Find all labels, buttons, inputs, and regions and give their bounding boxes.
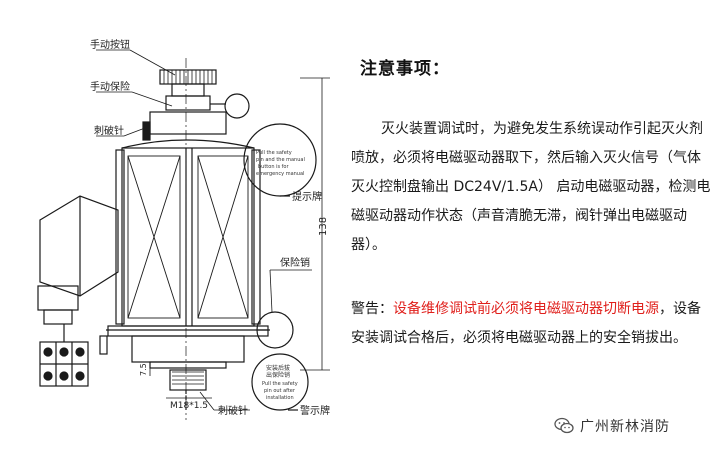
- hint-tag-line: button is for: [258, 164, 289, 170]
- warning-tag-line: installation: [266, 395, 294, 401]
- label-thread: M18*1.5: [170, 401, 208, 411]
- warning-tag-line: pin out after: [264, 388, 296, 394]
- brand-watermark: 广州新林消防: [554, 416, 670, 436]
- manual-safety-ring: [224, 93, 250, 119]
- label-safety-pin: 保险销: [280, 256, 310, 269]
- notes-warning: 警告：设备维修调试前必须将电磁驱动器切断电源，设备安装调试合格后，必须将电磁驱动…: [351, 295, 713, 353]
- label-warning-tag: 警示牌: [300, 404, 330, 417]
- warning-tag: [251, 353, 309, 411]
- warning-prefix: 警告：: [351, 301, 393, 317]
- hint-tag-line: pin and the manual: [256, 157, 305, 163]
- warning-red-text: 设备维修调试前必须将电磁驱动器切断电源: [393, 301, 659, 317]
- label-hint-tag: 提示牌: [292, 190, 322, 203]
- notes-paragraph-1: 灭火装置调试时，为避免发生系统误动作引起灭火剂喷放，必须将电磁驱动器取下，然后输…: [351, 115, 713, 260]
- brand-name: 广州新林消防: [580, 419, 670, 435]
- hint-tag-line: emergency manual: [256, 171, 304, 177]
- warning-rest-text: ，设备安装调试合格后，必须将电磁驱动器上的安全销拔出。: [351, 301, 701, 346]
- coil-body: [121, 147, 255, 327]
- label-small-dim: 7.5: [139, 363, 148, 376]
- notes-title: 注意事项：: [360, 59, 450, 79]
- solenoid-drawing: 手动按钮 手动保险 刺破针 提示牌 保险销 刺破针 警示牌 M18*1.5 13…: [37, 38, 330, 420]
- label-striker-pin: 刺破针: [94, 124, 124, 137]
- warning-tag-line: Pull the safety: [262, 381, 298, 387]
- label-manual-button: 手动按钮: [90, 38, 130, 51]
- label-height-dim: 138: [318, 217, 329, 236]
- bottom-thread: [169, 369, 207, 391]
- warning-tag-line: 安装后拔: [266, 364, 290, 372]
- label-striker-pin-bottom: 刺破针: [218, 404, 248, 417]
- notes-paragraph-1-text: 灭火装置调试时，为避免发生系统误动作引起灭火剂喷放，必须将电磁驱动器取下，然后输…: [351, 121, 711, 253]
- warning-tag-line: 出保险销: [266, 371, 290, 379]
- wechat-icon: [554, 417, 574, 434]
- hint-tag-line: Pull the safety: [256, 150, 292, 156]
- label-manual-safety: 手动保险: [90, 80, 130, 93]
